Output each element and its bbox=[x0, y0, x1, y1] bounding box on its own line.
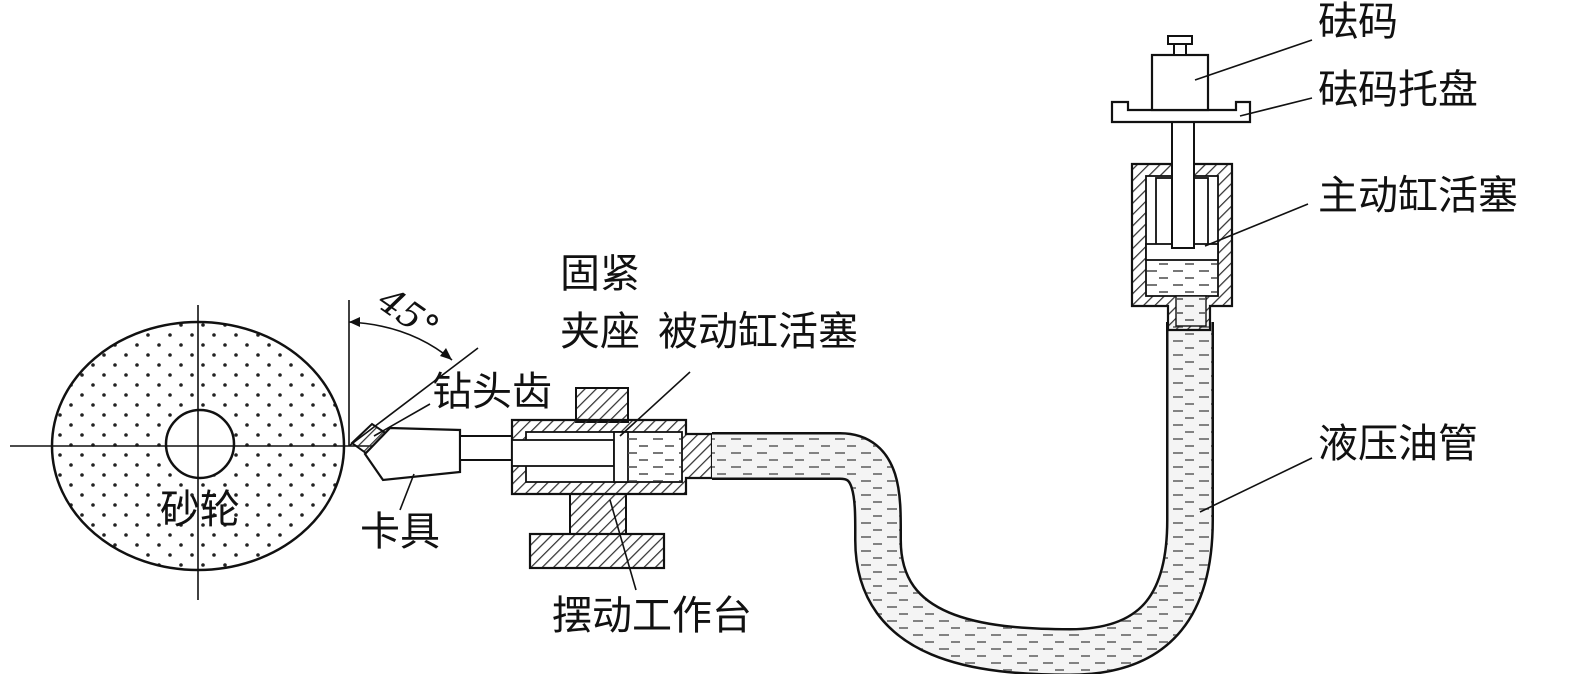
leader-lines bbox=[373, 39, 1313, 591]
label-fixture: 卡具 bbox=[360, 509, 440, 555]
leader-weight bbox=[1194, 39, 1313, 81]
weight bbox=[1150, 35, 1210, 112]
label-swing-table: 摆动工作台 bbox=[552, 593, 752, 639]
fastening-seat bbox=[575, 387, 629, 423]
leader-slave-piston bbox=[619, 371, 691, 437]
leader-weight-tray bbox=[1239, 97, 1313, 117]
slave-piston bbox=[511, 431, 629, 483]
leader-drill-tooth bbox=[373, 403, 431, 437]
weight-tray bbox=[1110, 100, 1252, 124]
label-fastening-seat-line2: 夹座 bbox=[560, 309, 640, 355]
leader-fixture bbox=[399, 473, 415, 511]
swing-table bbox=[528, 532, 666, 570]
grinding-wheel bbox=[10, 305, 520, 600]
piston-rod bbox=[1171, 117, 1195, 249]
master-cylinder-oil bbox=[1147, 260, 1217, 326]
label-slave-piston: 被动缸活塞 bbox=[658, 309, 858, 355]
label-master-piston: 主动缸活塞 bbox=[1318, 173, 1518, 219]
slave-cylinder-oil bbox=[628, 433, 681, 481]
label-weight-tray: 砝码托盘 bbox=[1318, 67, 1478, 113]
leader-swing-table bbox=[609, 499, 637, 591]
label-fastening-seat-line1: 固紧 bbox=[560, 251, 640, 297]
leader-hydraulic-tube bbox=[1199, 457, 1313, 513]
fixture-rod bbox=[459, 435, 513, 461]
leader-master-piston bbox=[1204, 203, 1309, 247]
table-support bbox=[569, 493, 627, 535]
label-grinding-wheel: 砂轮 bbox=[160, 487, 240, 533]
label-hydraulic-tube: 液压油管 bbox=[1318, 421, 1478, 467]
label-weight: 砝码 bbox=[1318, 0, 1398, 45]
label-drill-tooth: 钻头齿 bbox=[432, 369, 552, 415]
hydraulic-tube bbox=[712, 322, 1214, 674]
